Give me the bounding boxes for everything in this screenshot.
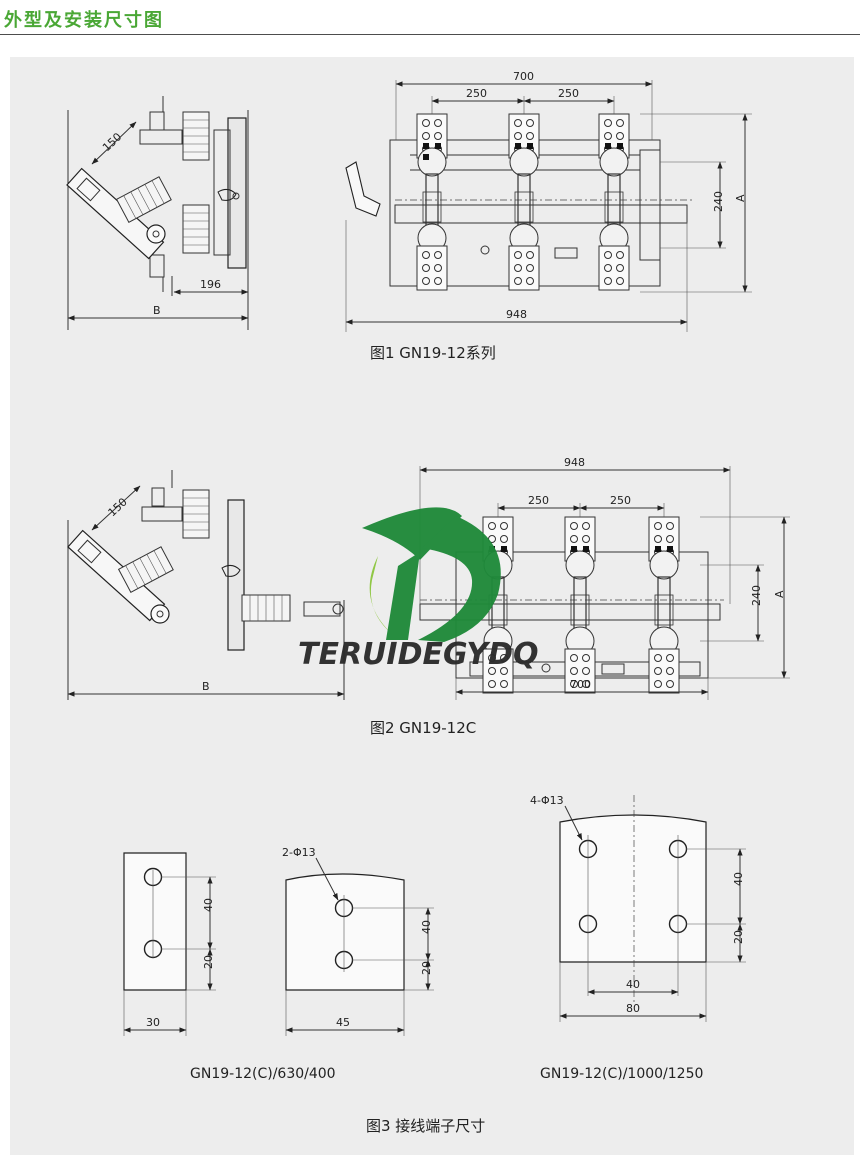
- fig2-dim-700: 700: [570, 678, 591, 691]
- page-header: 外型及安装尺寸图: [0, 0, 860, 40]
- fig1-dim-250-left: 250: [466, 87, 487, 100]
- terminal-c-dim-v20: 20: [732, 930, 745, 944]
- fig1-side-view: 150 196 B: [66, 96, 249, 330]
- fig1-dim-196: 196: [200, 278, 221, 291]
- terminal-c-dim-v40: 40: [732, 872, 745, 886]
- fig1-dim-b: B: [153, 304, 161, 317]
- fig2-dim-a: A: [773, 590, 786, 598]
- terminal-1000-1250: 40 20 4-Φ13 40 80: [530, 794, 746, 1022]
- fig2-dim-948: 948: [564, 456, 585, 469]
- fig1-dim-948: 948: [506, 308, 527, 321]
- terminal-label-1000: GN19-12(C)/1000/1250: [540, 1066, 703, 1082]
- terminal-c-dim-80: 80: [626, 1002, 640, 1015]
- terminal-a-dim-40: 40: [202, 898, 215, 912]
- figure-1: 150 196 B 700: [66, 70, 752, 362]
- fig2-dim-b: B: [202, 680, 210, 693]
- logo-stem: [386, 552, 420, 640]
- terminal-a-dim-20: 20: [202, 955, 215, 969]
- terminal-630-narrow: 40 20 30: [123, 852, 216, 1036]
- figure-3: 40 20 30 40 20 2-Φ13 45: [123, 794, 746, 1135]
- brand-logo: TERUIDEGYDQ: [298, 507, 539, 672]
- logo-letter-d: [418, 516, 501, 642]
- terminal-b-dim-20: 20: [420, 961, 433, 975]
- terminal-b-dim-40: 40: [420, 920, 433, 934]
- fig1-dim-150: 150: [100, 130, 124, 154]
- fig2-dim-250-left: 250: [528, 494, 549, 507]
- figure-2: 150 B 948 250 250 2: [67, 456, 790, 737]
- fig2-dim-240: 240: [750, 585, 763, 606]
- terminal-c-dim-h40: 40: [626, 978, 640, 991]
- header-divider: [0, 34, 860, 35]
- terminal-a-dim-30: 30: [146, 1016, 160, 1029]
- logo-wordmark: TERUIDEGYDQ: [298, 637, 539, 672]
- fig2-dim-250-right: 250: [610, 494, 631, 507]
- fig2-side-view: 150 B: [67, 470, 345, 700]
- fig1-front-view: 700 250 250 240 A 948: [345, 70, 752, 332]
- fig3-caption: 图3 接线端子尺寸: [366, 1117, 485, 1135]
- fig1-caption: 图1 GN19-12系列: [370, 344, 496, 362]
- fig1-dim-250-right: 250: [558, 87, 579, 100]
- terminal-630-wide: 40 20 2-Φ13 45: [282, 846, 434, 1036]
- fig2-caption: 图2 GN19-12C: [370, 719, 476, 737]
- fig1-dim-a: A: [734, 194, 747, 202]
- terminal-c-hole-label: 4-Φ13: [530, 794, 564, 807]
- terminal-b-dim-45: 45: [336, 1016, 350, 1029]
- page-title: 外型及安装尺寸图: [4, 10, 164, 31]
- fig1-dim-700: 700: [513, 70, 534, 83]
- terminal-b-hole-label: 2-Φ13: [282, 846, 316, 859]
- logo-swoosh-top: [362, 507, 462, 560]
- fig1-dim-240: 240: [712, 191, 725, 212]
- terminal-label-630: GN19-12(C)/630/400: [190, 1066, 336, 1082]
- logo-swoosh-left: [369, 556, 392, 634]
